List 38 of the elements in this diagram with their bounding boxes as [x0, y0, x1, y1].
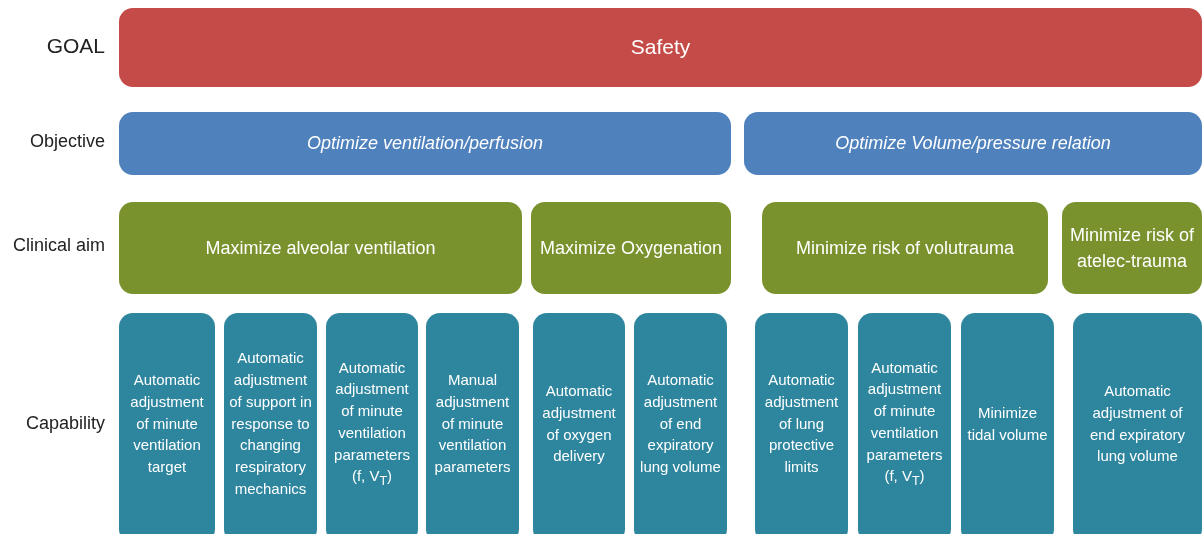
capability-box	[119, 313, 215, 534]
box-text: Maximize alveolar ventilation	[205, 236, 436, 260]
capability-box	[533, 313, 625, 534]
capability-box	[326, 313, 418, 534]
goal-bar	[119, 8, 1202, 87]
capability-box	[634, 313, 727, 534]
clinical-aim-box	[531, 202, 731, 294]
box-text: Manual adjustment of minute ventilation parameters	[433, 370, 512, 478]
box-text: Minimize tidal volume	[966, 402, 1049, 445]
box-text: Automatic adjustment of support in response to changing respiratory mechanics	[229, 348, 312, 499]
capability-box	[224, 313, 317, 534]
row-label: GOAL	[45, 34, 105, 58]
box-text: Automatic adjustment of lung protective limits	[763, 370, 840, 478]
box-text: Minimize risk of atelec-trauma	[1069, 223, 1195, 273]
box-text: Minimize risk of volutrauma	[795, 236, 1015, 260]
clinical-aim-box	[762, 202, 1048, 294]
box-text: Automatic adjustment of end expiratory lung volume	[639, 370, 722, 478]
box-text: Automatic adjustment of minute ventilation target	[129, 370, 205, 478]
capability-box	[961, 313, 1054, 534]
row-label: Clinical aim	[11, 235, 105, 256]
row-label: Capability	[24, 413, 105, 434]
row-label: Objective	[28, 131, 105, 152]
box-text: Optimize ventilation/perfusion	[306, 132, 544, 156]
capability-box	[1073, 313, 1202, 534]
objective-bar	[744, 112, 1202, 175]
box-text: Automatic adjustment of end expiratory lung volume	[1088, 381, 1187, 467]
capability-box	[426, 313, 519, 534]
box-text: Automatic adjustment of oxygen delivery	[541, 381, 617, 467]
capability-box	[755, 313, 848, 534]
box-text: Maximize Oxygenation	[539, 236, 723, 260]
box-text: Safety	[630, 34, 691, 61]
box-text: Automatic adjustment of minute ventilation parameters (f, V$_{T}$)	[865, 357, 944, 491]
clinical-aim-box	[119, 202, 522, 294]
capability-box	[858, 313, 951, 534]
clinical-aim-box	[1062, 202, 1202, 294]
box-text: Automatic adjustment of minute ventilation parameters (f, V$_{T}$)	[333, 357, 411, 491]
box-text: Optimize Volume/pressure relation	[835, 132, 1111, 156]
objective-bar	[119, 112, 731, 175]
